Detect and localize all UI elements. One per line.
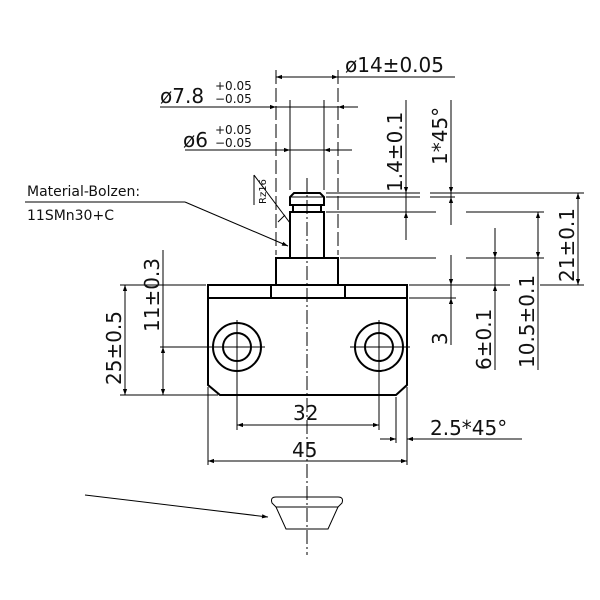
material-label: Material-Bolzen: <box>27 184 140 200</box>
cap-detail <box>271 496 343 530</box>
dim-d6-upper: +0.05 <box>215 123 252 137</box>
dim-chamfer25: 2.5*45° <box>430 416 507 440</box>
surface-symbol <box>253 174 291 224</box>
mounting-hole-right <box>350 320 410 430</box>
leader-arrow <box>184 201 289 247</box>
dim-h25: 25±0.5 <box>102 311 126 385</box>
dim-d6: ø6 <box>183 128 208 152</box>
extension-lines-right <box>326 192 584 299</box>
dim-h3: 3 <box>428 332 452 345</box>
surface-roughness: Rz16 <box>258 179 269 204</box>
dim-h14: 1.4±0.1 <box>383 112 407 192</box>
mounting-hole-left <box>205 320 265 430</box>
dim-chamfer1: 1*45° <box>428 107 452 165</box>
detail-arrow <box>84 494 269 519</box>
material-spec: 11SMn30+C <box>27 208 114 224</box>
dim-w32: 32 <box>293 401 318 425</box>
housing-body <box>207 284 408 396</box>
dim-h6: 6±0.1 <box>472 309 496 370</box>
dim-h21: 21±0.1 <box>555 208 579 282</box>
dim-d14: ø14±0.05 <box>345 53 444 77</box>
dim-d6-lower: −0.05 <box>215 136 252 150</box>
dim-d78: ø7.8 <box>160 84 204 108</box>
dim-h11: 11±0.3 <box>140 258 164 332</box>
dim-d78-lower: −0.05 <box>215 92 252 106</box>
dim-w45: 45 <box>292 438 317 462</box>
dim-d78-upper: +0.05 <box>215 79 252 93</box>
pin <box>275 192 339 286</box>
dim-h105: 10.5±0.1 <box>515 275 539 368</box>
